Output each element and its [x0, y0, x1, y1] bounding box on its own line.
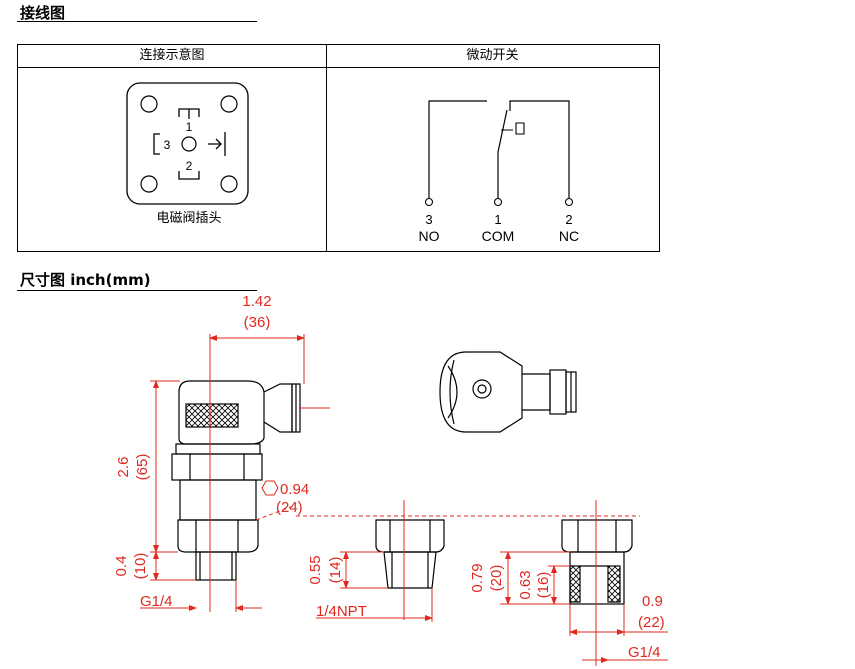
npt-length-inch: 0.55	[307, 555, 324, 584]
switch-blade	[497, 109, 508, 198]
pin-1-contact	[178, 108, 200, 119]
sensor-neck	[175, 443, 261, 455]
hex-size-mm: (24)	[276, 499, 303, 516]
npt-thread-label: 1/4NPT	[316, 603, 367, 620]
wiring-title-underline	[17, 21, 257, 22]
female-fitting	[561, 519, 633, 605]
side-view-dimension-lines	[140, 334, 640, 612]
female-bore-left	[569, 565, 581, 603]
switch-actuator	[501, 122, 525, 135]
terminal-nc-label: NC	[559, 228, 579, 244]
width-inch: 1.42	[242, 294, 271, 310]
terminal-nc-number: 2	[565, 212, 572, 227]
thread-stub	[195, 551, 237, 581]
switch-column-header: 微动开关	[466, 48, 519, 63]
knurled-window	[185, 403, 239, 428]
connector-diagram: 1 2 3 电磁阀插头	[126, 82, 249, 225]
thread-length-inch: 0.4	[113, 556, 130, 577]
female-bore-right	[607, 565, 621, 603]
female-inner-inch: 0.63	[517, 570, 534, 599]
wiring-section-title: 接线图	[20, 4, 66, 22]
mount-hole-tr	[220, 95, 238, 113]
micro-switch-diagram: 3 1 2 NO COM NC	[419, 100, 579, 244]
table-column-divider	[326, 45, 327, 251]
connector-column-header: 连接示意图	[139, 48, 205, 63]
hex-size-inch: 0.94	[280, 481, 309, 498]
terminal-com-label: COM	[482, 228, 515, 244]
dimension-title-underline	[17, 290, 257, 291]
pin-3-contact	[153, 133, 160, 155]
female-outer-mm: (20)	[488, 565, 505, 592]
lower-hex	[177, 519, 259, 553]
mount-hole-br	[220, 175, 238, 193]
top-view-housing	[439, 351, 523, 433]
thread-length-mm: (10)	[132, 553, 149, 580]
female-dimension-lines	[500, 500, 668, 666]
npt-dimension-lines	[316, 500, 433, 622]
female-inner-mm: (16)	[535, 572, 552, 599]
female-width-mm: (22)	[638, 614, 665, 631]
cable-gland	[263, 383, 293, 433]
terminal-com-number: 1	[494, 212, 501, 227]
terminal-no	[424, 197, 434, 207]
width-mm: (36)	[244, 314, 271, 331]
female-hex	[561, 519, 633, 553]
connector-caption: 电磁阀插头	[156, 210, 221, 225]
thread-right-label: G1/4	[628, 644, 661, 661]
dimension-drawing: 1.42 (36) 2.6 (65) 0.94 (24) 0.4 (10) G1…	[113, 294, 668, 666]
thread-left-label: G1/4	[140, 593, 173, 610]
sensor-side-view	[171, 380, 301, 581]
npt-hex	[375, 519, 445, 553]
hex-symbol-icon	[261, 480, 279, 496]
top-view-gland	[522, 373, 551, 411]
terminal-no-number: 3	[425, 212, 432, 227]
sensor-top-view	[439, 351, 577, 433]
pin-3-label: 3	[164, 138, 171, 152]
sensor-barrel	[179, 479, 257, 521]
terminal-com	[493, 197, 503, 207]
connector-body	[126, 82, 249, 205]
pin-2-contact	[178, 171, 200, 180]
pin-2-label: 2	[186, 159, 193, 173]
center-pin	[181, 136, 197, 152]
terminal-nc	[564, 197, 574, 207]
female-outer-inch: 0.79	[469, 563, 486, 592]
height-inch: 2.6	[115, 457, 132, 478]
wiring-table: 连接示意图 微动开关 1 2 3 电磁阀插头 3 1 2 NO COM NC	[17, 44, 660, 252]
female-width-inch: 0.9	[642, 593, 663, 610]
sensor-housing	[178, 380, 265, 445]
no-wire	[428, 100, 487, 198]
npt-length-mm: (14)	[327, 557, 344, 584]
height-mm: (65)	[134, 454, 151, 481]
dimension-section-title: 尺寸图 inch(mm)	[20, 271, 151, 289]
mount-hole-tl	[140, 95, 158, 113]
nc-wire	[509, 100, 570, 198]
mount-hole-bl	[140, 175, 158, 193]
npt-fitting	[375, 519, 445, 589]
top-view-port	[472, 379, 492, 399]
terminal-no-label: NO	[419, 228, 440, 244]
ground-contact	[208, 132, 226, 156]
table-header-divider	[18, 67, 659, 68]
upper-hex	[171, 453, 263, 481]
pin-1-label: 1	[186, 120, 193, 134]
